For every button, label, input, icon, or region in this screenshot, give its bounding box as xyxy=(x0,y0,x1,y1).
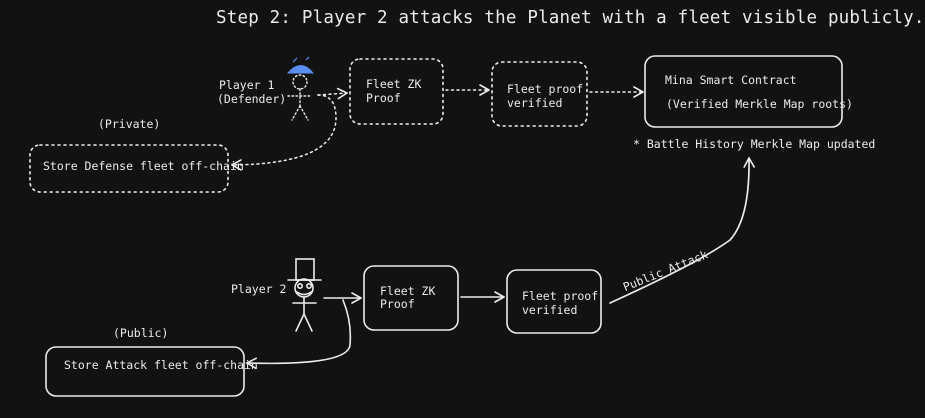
player1-figure-icon xyxy=(287,74,313,121)
private-zk-proof-box xyxy=(349,58,444,125)
contract-note: * Battle History Merkle Map updated xyxy=(633,137,876,151)
player1-role: (Defender) xyxy=(217,92,287,106)
store-attack-box xyxy=(45,346,245,397)
flow-diagram xyxy=(29,55,843,397)
public-proof-verified-box xyxy=(506,269,602,334)
public-scope-label: (Public) xyxy=(113,326,169,340)
contract-line2: (Verified Merkle Map roots) xyxy=(666,97,853,111)
private-proof-verified-box xyxy=(491,61,588,127)
private-scope-label: (Private) xyxy=(98,117,161,131)
arrow-player2-to-store-attack xyxy=(246,299,352,370)
public-proof-verified-line2: verified xyxy=(522,303,578,317)
contract-line1: Mina Smart Contract xyxy=(665,73,797,87)
diagram-canvas: Step 2: Player 2 attacks the Planet with… xyxy=(29,8,925,397)
diagram-title: Step 2: Player 2 attacks the Planet with… xyxy=(216,8,925,28)
public-zk-proof-line1: Fleet ZK xyxy=(380,284,436,298)
private-proof-verified-line1: Fleet proof xyxy=(507,82,584,96)
arrow-public-attack xyxy=(609,157,755,304)
private-zk-proof-line2: Proof xyxy=(366,91,401,105)
public-zk-proof-line2: Proof xyxy=(380,297,415,311)
private-proof-verified-line2: verified xyxy=(507,96,563,110)
store-defense-label: Store Defense fleet off-chain xyxy=(43,159,244,173)
player1-hat-icon xyxy=(286,56,315,74)
smart-contract-box xyxy=(644,55,843,128)
arrow-player1-to-zk xyxy=(317,87,348,100)
public-proof-verified-line1: Fleet proof xyxy=(522,289,599,303)
store-attack-label: Store Attack fleet off-chain xyxy=(64,358,258,372)
player1-name: Player 1 xyxy=(219,78,275,92)
player2-name: Player 2 xyxy=(231,282,287,296)
public-zk-proof-box xyxy=(363,265,459,331)
player2-figure-icon xyxy=(287,258,322,332)
private-zk-proof-line1: Fleet ZK xyxy=(366,77,422,91)
arrow-player1-to-store-defense xyxy=(231,94,337,171)
store-defense-box xyxy=(29,144,229,193)
